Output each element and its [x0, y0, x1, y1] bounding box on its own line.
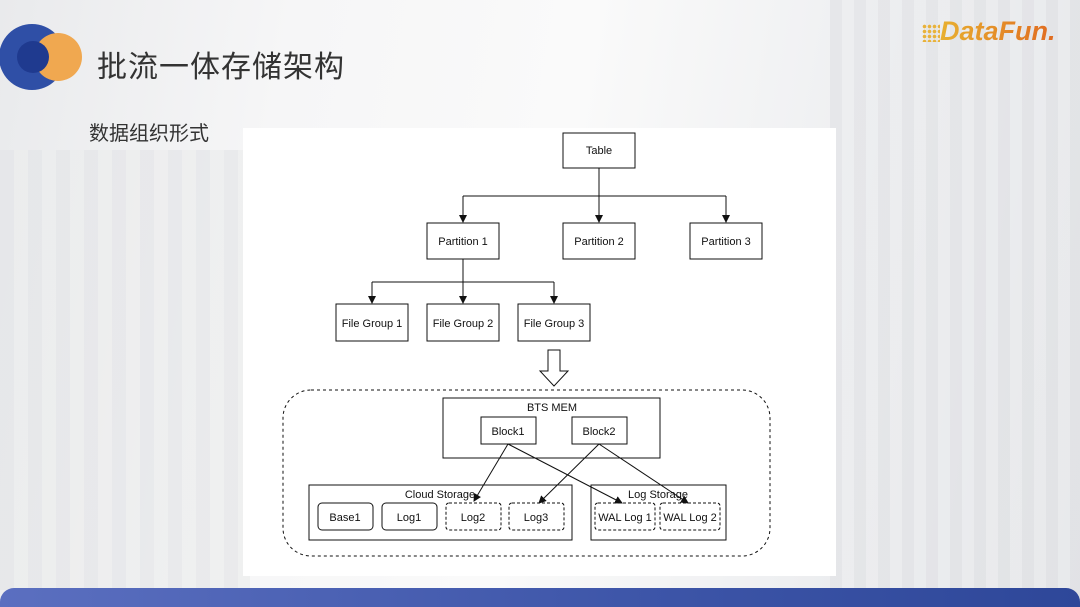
partition-label: Partition 3 [701, 236, 751, 248]
section-subtitle: 数据组织形式 [89, 121, 209, 145]
bts-mem-label: BTS MEM [527, 402, 577, 414]
partition-label: Partition 2 [574, 236, 624, 248]
background-building-left [0, 150, 250, 590]
partition-label: Partition 1 [438, 236, 488, 248]
logo-icon [0, 24, 82, 90]
wal-log-label: WAL Log 2 [663, 512, 717, 524]
cloud-item-label: Log3 [524, 512, 548, 524]
brand-dots-icon [922, 24, 940, 42]
file-group-label: File Group 2 [433, 318, 494, 330]
storage-diagram: Table Partition 1 Partition 2 Partition … [282, 132, 771, 557]
log-storage-label: Log Storage [628, 489, 688, 501]
file-group-label: File Group 3 [524, 318, 585, 330]
footer-bar [0, 588, 1080, 607]
background-building-right [830, 0, 1080, 590]
page-title: 批流一体存储架构 [97, 50, 345, 85]
table-node [562, 132, 636, 169]
cloud-item-label: Base1 [329, 512, 360, 524]
cloud-item-label: Log1 [397, 512, 421, 524]
cloud-storage-label: Cloud Storage [405, 489, 475, 501]
table-label: Table [586, 145, 612, 157]
cloud-item-label: Log2 [461, 512, 485, 524]
diagram-panel: Table Partition 1 Partition 2 Partition … [243, 128, 836, 576]
brand-logo: DataFun. [940, 16, 1056, 46]
block-label: Block1 [491, 426, 524, 438]
wal-log-label: WAL Log 1 [598, 512, 652, 524]
file-group-label: File Group 1 [342, 318, 403, 330]
block-label: Block2 [582, 426, 615, 438]
